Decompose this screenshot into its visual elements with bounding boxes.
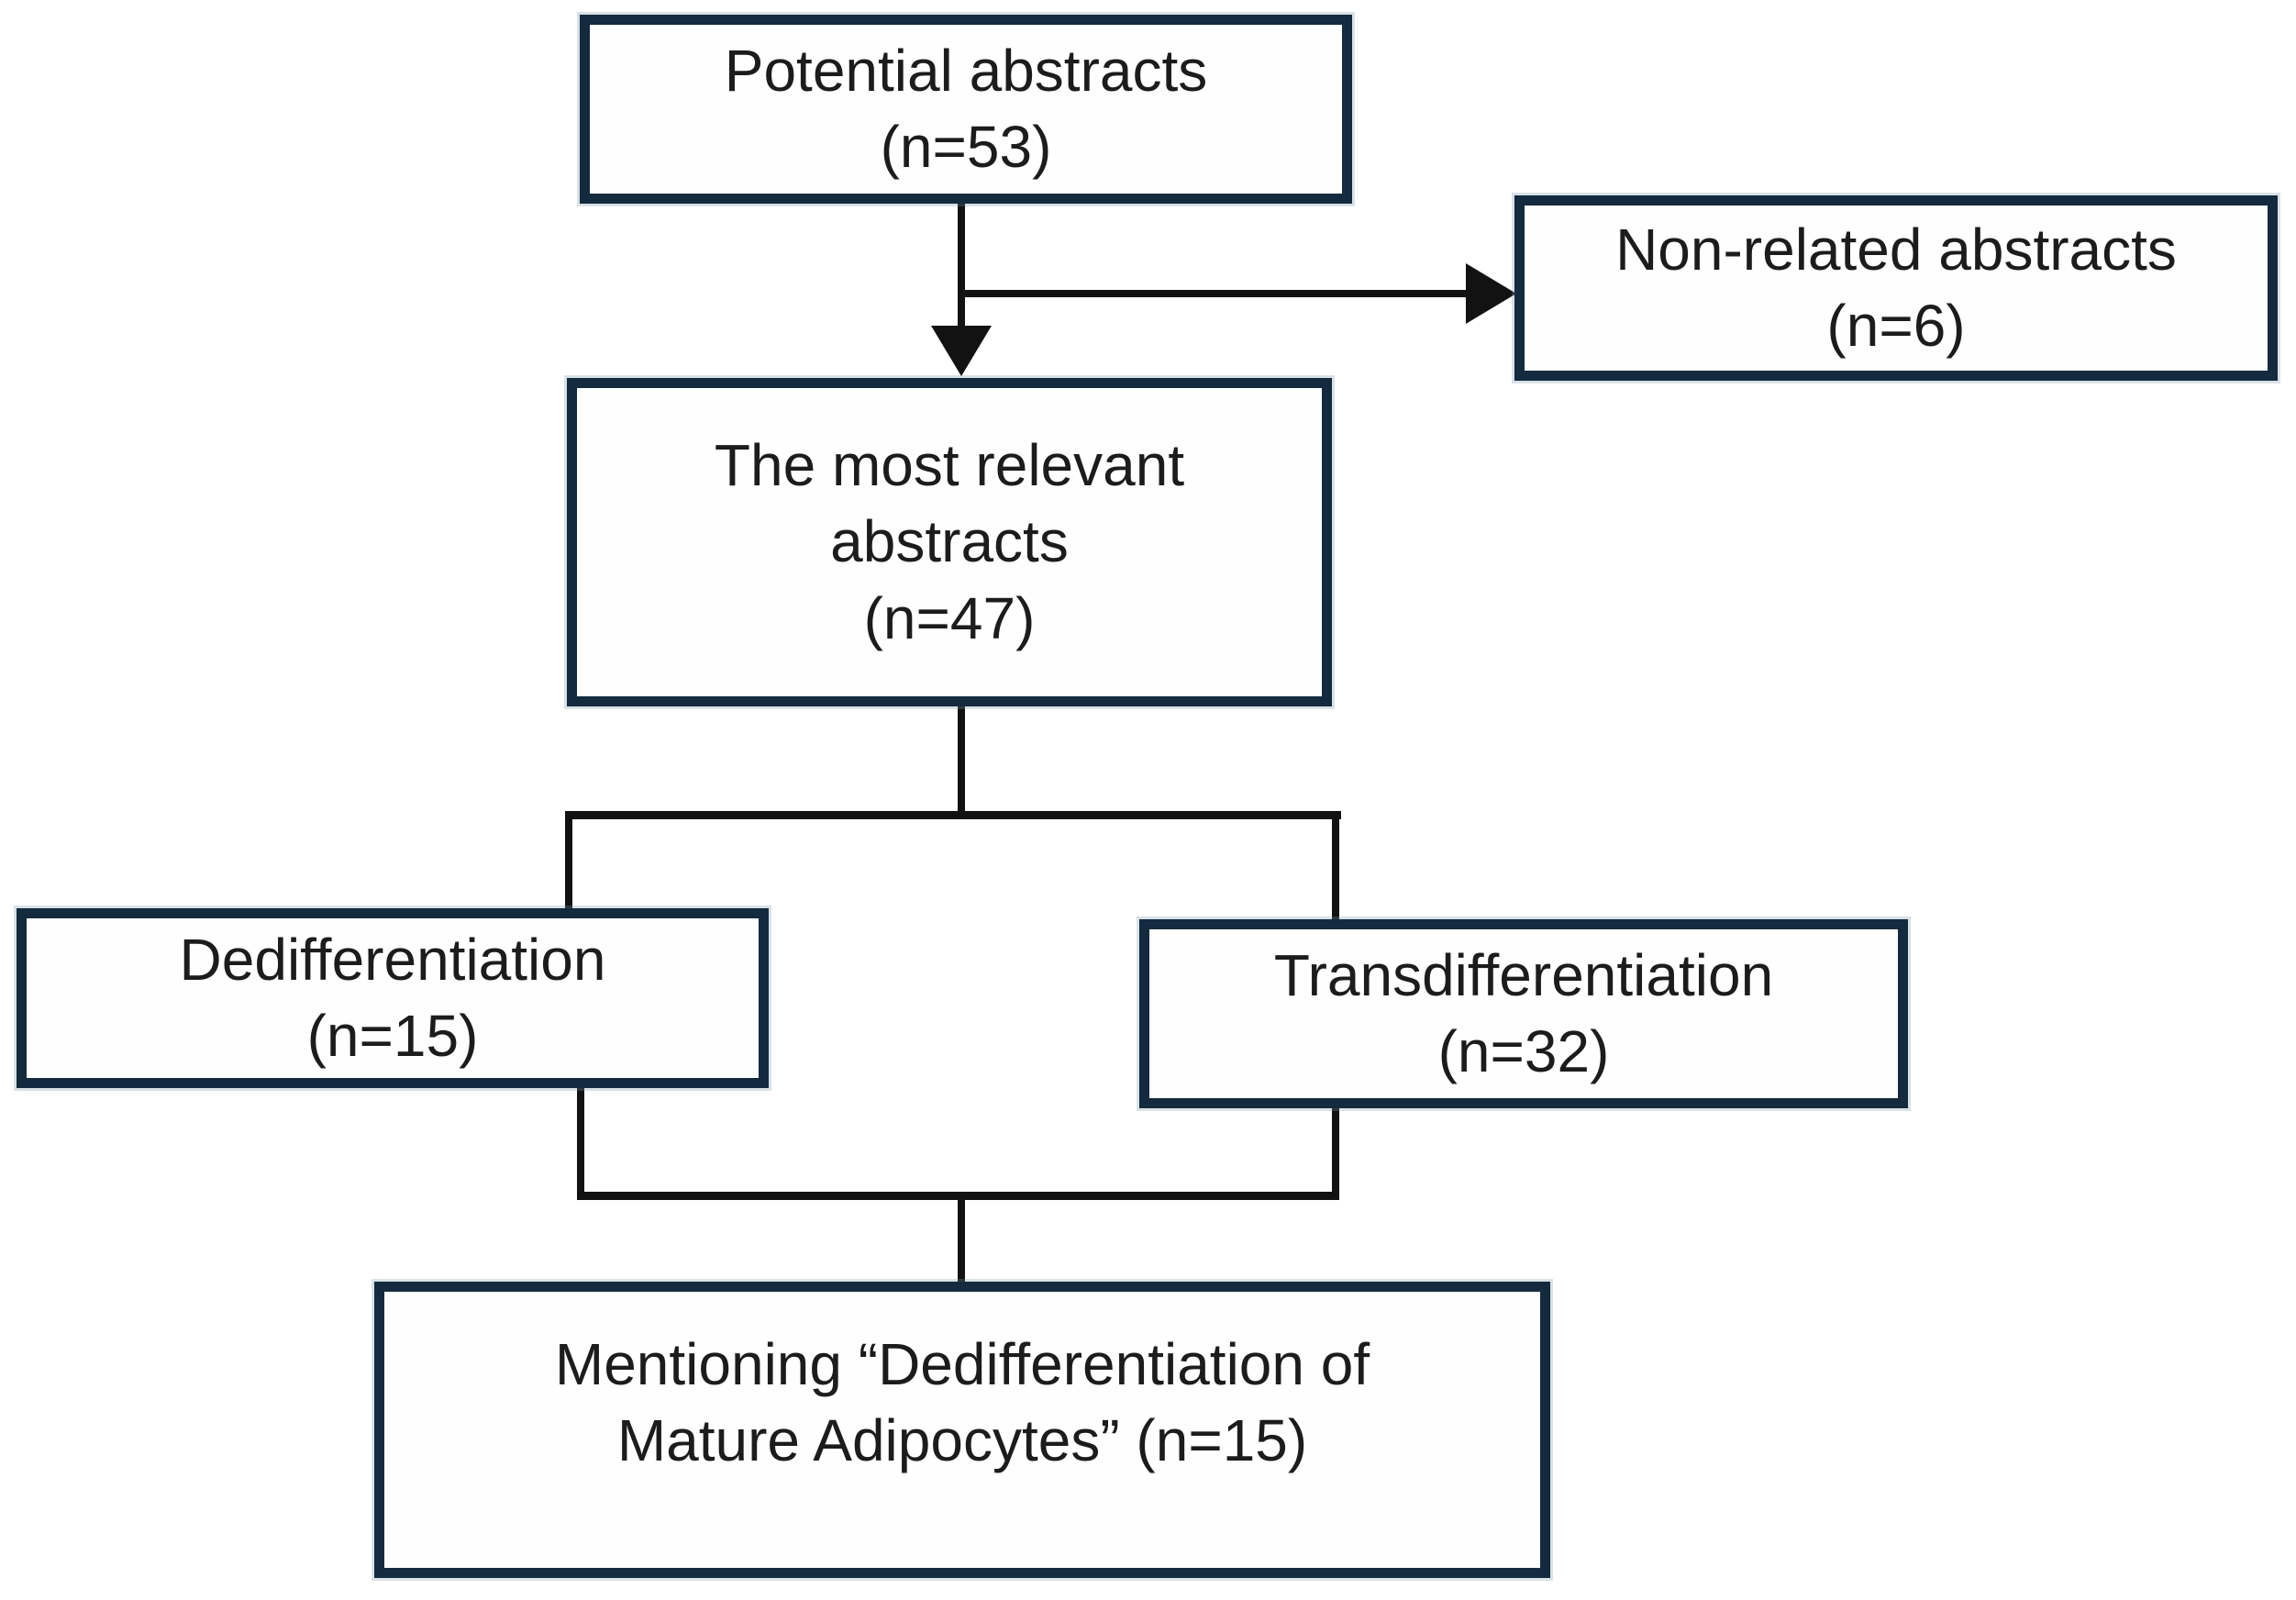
box-dedifferentiation-label: Dedifferentiation (179, 926, 606, 993)
connector-merge-drop-left (577, 1083, 584, 1200)
box-dedifferentiation: Dedifferentiation (n=15) (17, 908, 769, 1088)
box-potential-abstracts: Potential abstracts (n=53) (580, 15, 1352, 204)
box-most-relevant-abstracts: The most relevant abstracts (n=47) (567, 378, 1332, 706)
box-most-relevant-abstracts-label-line2: abstracts (830, 508, 1069, 575)
connector-merge-stem (958, 1192, 965, 1287)
connector-potential-to-relevant (958, 201, 965, 337)
box-potential-abstracts-label: Potential abstracts (724, 37, 1208, 104)
box-mentioning-dedifferentiation-label-line2: Mature Adipocytes” (n=15) (616, 1407, 1308, 1474)
box-transdifferentiation-label: Transdifferentiation (1273, 941, 1774, 1008)
connector-split-drop-left (565, 811, 572, 914)
box-transdifferentiation: Transdifferentiation (n=32) (1139, 919, 1908, 1108)
arrowhead-down-icon (931, 326, 992, 376)
box-nonrelated-abstracts-label: Non-related abstracts (1615, 216, 2177, 283)
box-most-relevant-abstracts-count: (n=47) (863, 584, 1036, 651)
arrowhead-right-icon (1466, 263, 1516, 324)
box-mentioning-dedifferentiation: Mentioning “Dedifferentiation of Mature … (374, 1282, 1550, 1578)
box-transdifferentiation-count: (n=32) (1437, 1018, 1610, 1084)
connector-branch-to-nonrelated (961, 290, 1469, 297)
connector-split-bar (565, 811, 1341, 819)
box-nonrelated-abstracts-count: (n=6) (1826, 293, 1966, 359)
box-dedifferentiation-count: (n=15) (306, 1003, 479, 1069)
box-most-relevant-abstracts-label-line1: The most relevant (714, 432, 1185, 499)
connector-split-drop-right (1332, 811, 1339, 925)
box-potential-abstracts-count: (n=53) (880, 114, 1052, 180)
box-mentioning-dedifferentiation-label-line1: Mentioning “Dedifferentiation of (554, 1331, 1370, 1397)
box-nonrelated-abstracts: Non-related abstracts (n=6) (1514, 195, 2278, 381)
connector-relevant-stem (958, 699, 965, 818)
connector-merge-drop-right (1332, 1104, 1339, 1200)
